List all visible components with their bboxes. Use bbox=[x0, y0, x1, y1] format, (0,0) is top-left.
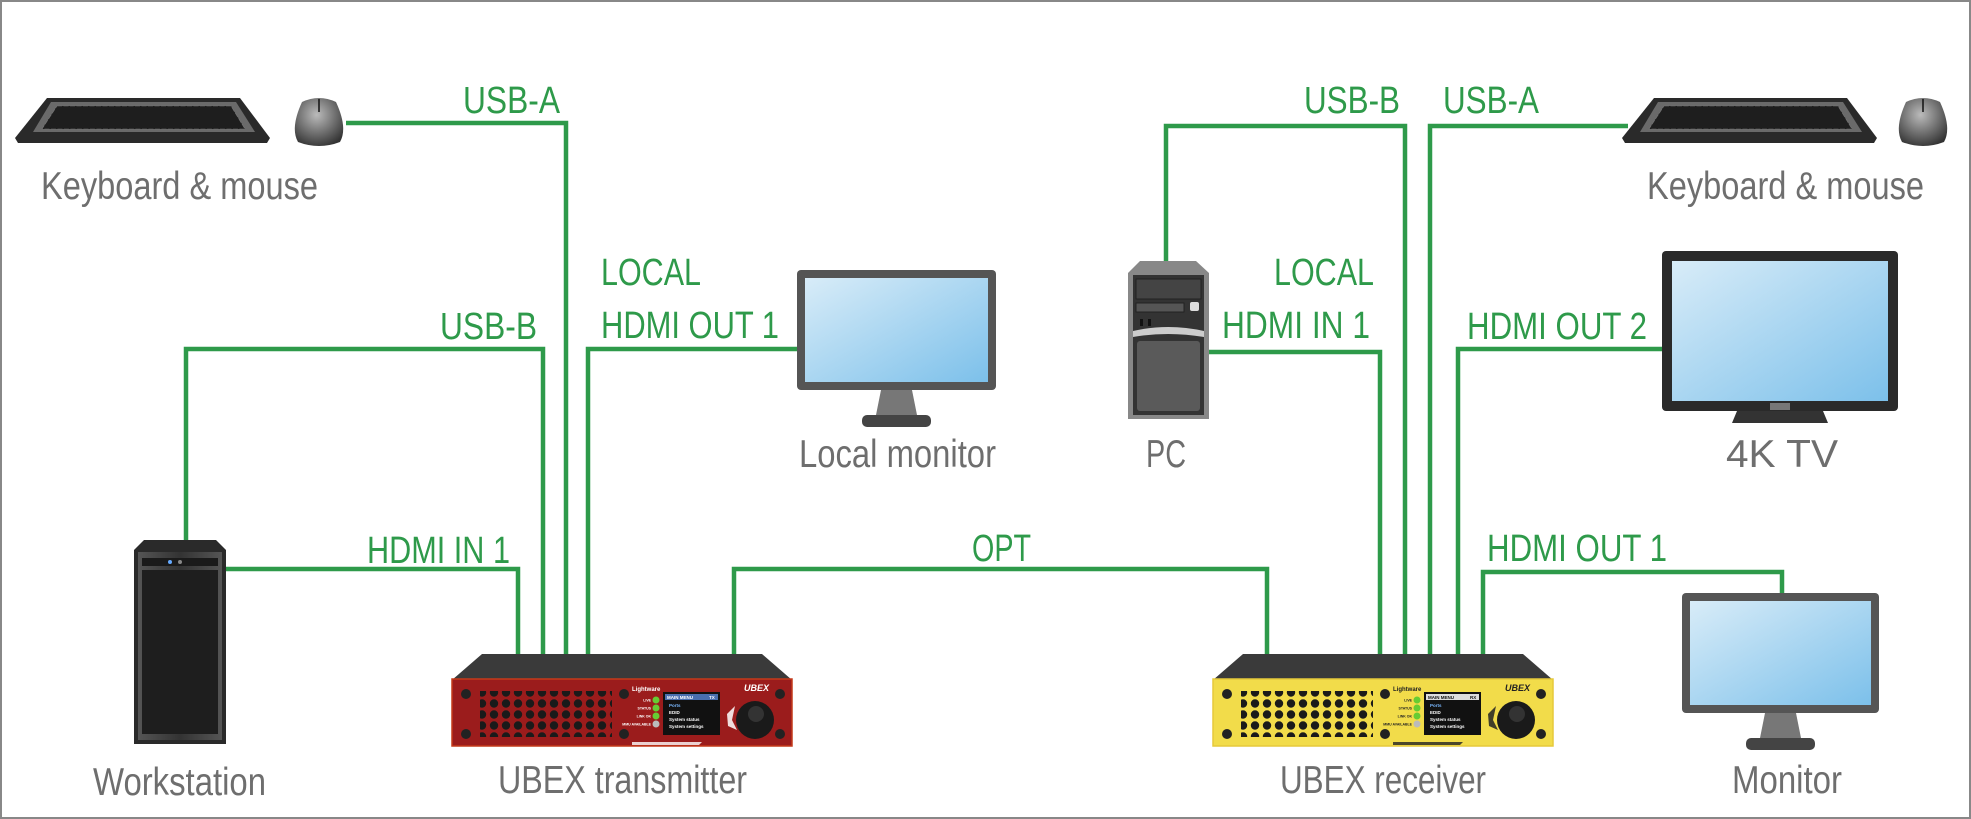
local-monitor-icon bbox=[797, 270, 996, 427]
model-logo: UBEX bbox=[744, 683, 770, 693]
ubex-transmitter-icon: Lightware UBEX LIVE STATUS LINK OK MMU A… bbox=[451, 654, 793, 747]
label-pc: PC bbox=[1146, 433, 1186, 476]
led-label-link-ok: LINK OK bbox=[637, 715, 652, 719]
menu-item-system-status: System status bbox=[1430, 717, 1461, 722]
label-rx-local: LOCAL bbox=[1274, 252, 1374, 294]
label-ubex-transmitter: UBEX transmitter bbox=[498, 759, 747, 802]
device-labels: Keyboard & mouse Keyboard & mouse Local … bbox=[41, 165, 1924, 804]
mouse-right-icon bbox=[1898, 98, 1948, 146]
label-opt: OPT bbox=[972, 528, 1031, 570]
label-rx-hdmi-out-1: HDMI OUT 1 bbox=[1487, 528, 1667, 570]
menu-item-system-settings: System settings bbox=[1430, 724, 1465, 729]
tv-icon bbox=[1662, 251, 1898, 423]
label-tx-hdmi-out-1: HDMI OUT 1 bbox=[601, 305, 779, 347]
menu-item-ports: Ports bbox=[669, 703, 681, 708]
menu-item-ports: Ports bbox=[1430, 703, 1442, 708]
label-rx-hdmi-out-2: HDMI OUT 2 bbox=[1467, 306, 1647, 348]
menu-title: MAIN MENU bbox=[667, 695, 693, 700]
menu-item-system-settings: System settings bbox=[669, 724, 704, 729]
brand-logo: Lightware bbox=[632, 687, 661, 693]
cable-rx-local-hdmi-in bbox=[1209, 349, 1383, 654]
brand-logo: Lightware bbox=[1393, 687, 1422, 693]
model-logo: UBEX bbox=[1505, 683, 1531, 693]
led-label-status: STATUS bbox=[638, 707, 652, 711]
cable-rx-usb-a bbox=[1427, 123, 1628, 654]
cable-tx-hdmi-in bbox=[226, 566, 521, 654]
keyboard-right-icon bbox=[1622, 98, 1877, 143]
menu-item-system-status: System status bbox=[669, 717, 700, 722]
led-label-live: LIVE bbox=[1404, 699, 1412, 703]
workstation-icon bbox=[134, 540, 226, 744]
ubex-receiver-icon: Lightware UBEX LIVE STATUS LINK OK MMU A… bbox=[1212, 654, 1554, 747]
label-4k-tv: 4K TV bbox=[1726, 433, 1838, 476]
label-rx-usb-b: USB-B bbox=[1304, 80, 1400, 122]
menu-item-edid: EDID bbox=[1430, 710, 1442, 715]
lcd-screen: MAIN MENU TX Ports EDID System status Sy… bbox=[663, 692, 720, 735]
cable-rx-hdmi-out2 bbox=[1455, 346, 1662, 654]
cable-rx-hdmi-out1 bbox=[1480, 569, 1785, 654]
status-leds: LIVE STATUS LINK OK MMU AVAILABLE bbox=[1383, 696, 1421, 728]
led-label-mmu: MMU AVAILABLE bbox=[1383, 723, 1412, 727]
cable-opt bbox=[731, 566, 1270, 654]
rx-tag: RX bbox=[1470, 695, 1476, 700]
cable-tx-usb-a bbox=[346, 120, 569, 654]
led-label-live: LIVE bbox=[643, 699, 651, 703]
label-tx-usb-b: USB-B bbox=[440, 306, 537, 348]
label-rx-hdmi-in-1: HDMI IN 1 bbox=[1222, 305, 1370, 347]
label-local-monitor: Local monitor bbox=[799, 433, 996, 476]
label-tx-local: LOCAL bbox=[601, 252, 701, 294]
led-label-mmu: MMU AVAILABLE bbox=[622, 723, 651, 727]
label-monitor: Monitor bbox=[1732, 759, 1842, 802]
label-rx-usb-a: USB-A bbox=[1443, 80, 1540, 122]
label-tx-hdmi-in-1: HDMI IN 1 bbox=[367, 530, 510, 572]
cable-tx-local-hdmi-out bbox=[585, 346, 804, 654]
label-keyboard-mouse-left: Keyboard & mouse bbox=[41, 165, 318, 208]
label-keyboard-mouse-right: Keyboard & mouse bbox=[1647, 165, 1924, 208]
keyboard-left-icon bbox=[15, 98, 270, 143]
menu-title: MAIN MENU bbox=[1428, 695, 1454, 700]
lcd-screen: MAIN MENU RX Ports EDID System status Sy… bbox=[1424, 692, 1481, 735]
menu-item-edid: EDID bbox=[669, 710, 681, 715]
status-leds: LIVE STATUS LINK OK MMU AVAILABLE bbox=[622, 696, 660, 728]
mouse-left-icon bbox=[294, 98, 344, 146]
monitor-icon bbox=[1682, 593, 1879, 750]
cable-tx-usb-b bbox=[183, 346, 546, 654]
label-workstation: Workstation bbox=[93, 761, 266, 804]
cable-rx-usb-b bbox=[1163, 123, 1408, 654]
connection-labels: USB-A USB-B LOCAL HDMI OUT 1 HDMI IN 1 O… bbox=[367, 80, 1667, 572]
cables bbox=[183, 120, 1785, 654]
label-ubex-receiver: UBEX receiver bbox=[1280, 759, 1486, 802]
led-label-link-ok: LINK OK bbox=[1398, 715, 1413, 719]
pc-icon bbox=[1128, 261, 1209, 419]
label-tx-usb-a: USB-A bbox=[463, 80, 561, 122]
led-label-status: STATUS bbox=[1399, 707, 1413, 711]
tx-tag: TX bbox=[709, 695, 715, 700]
